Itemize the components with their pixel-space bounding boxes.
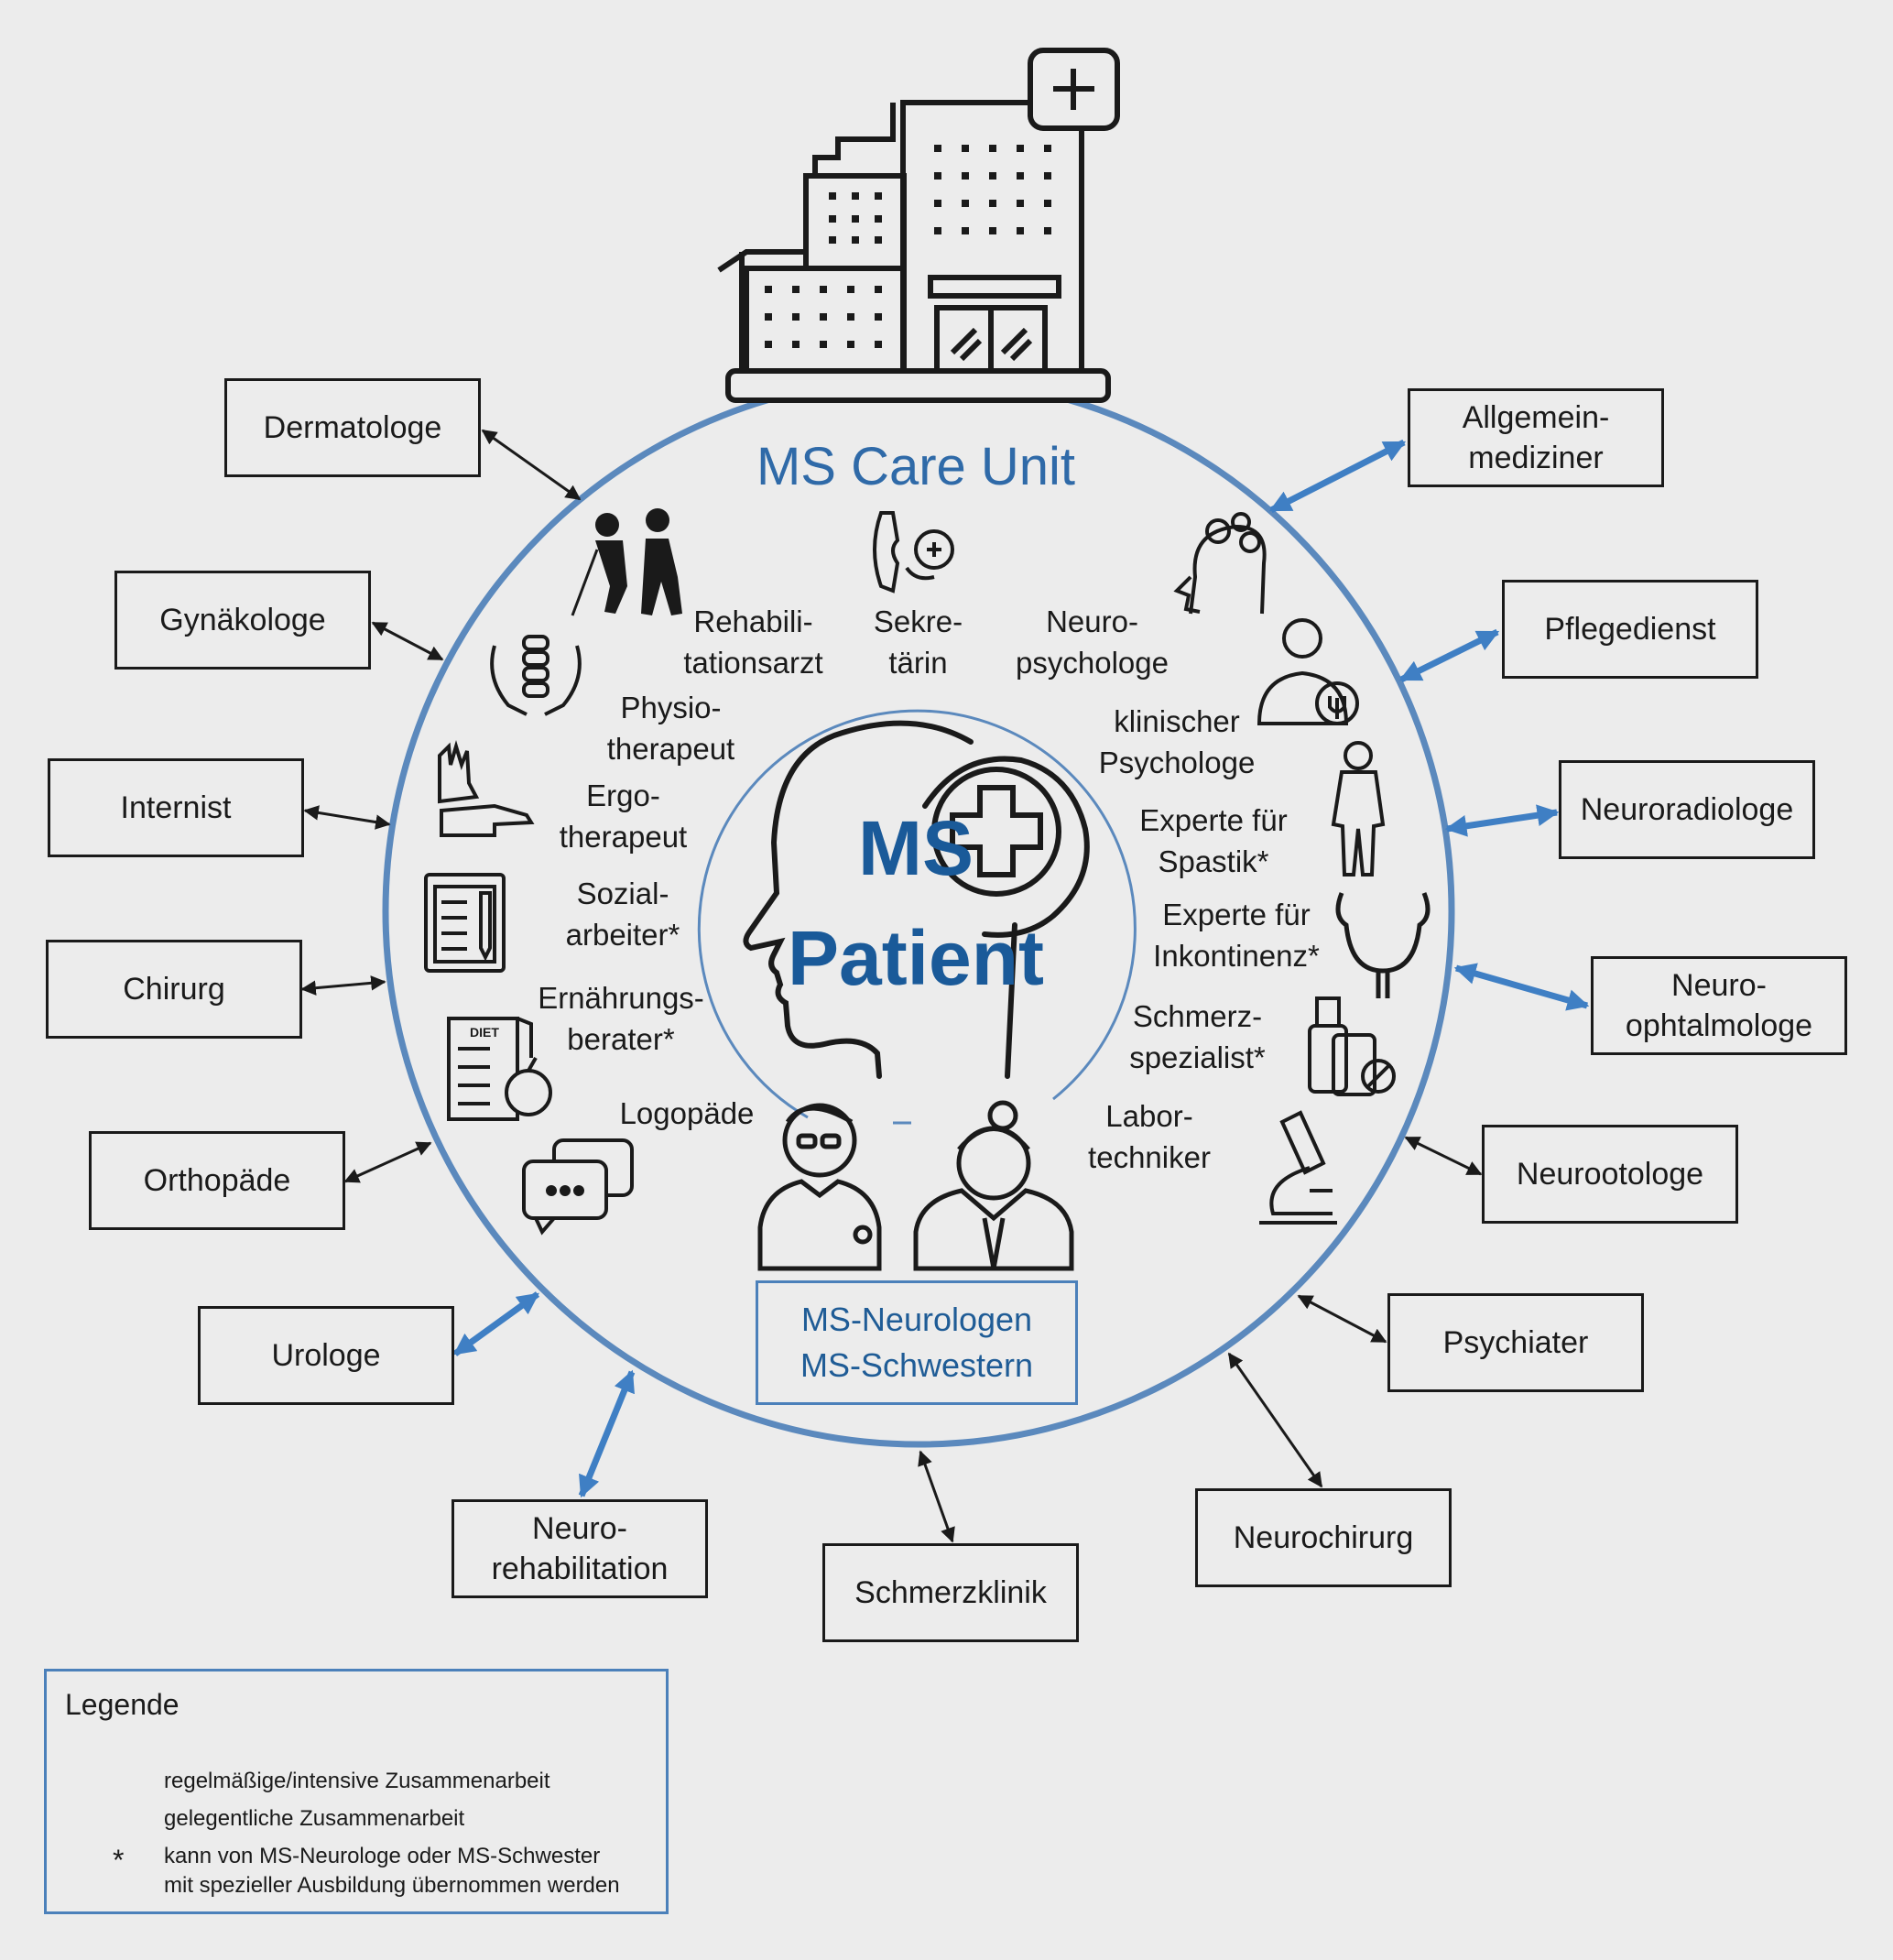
role-ergo: Ergo- therapeut <box>559 779 688 854</box>
doctor-icon <box>913 1100 1074 1271</box>
specialist-neurochirurg: Neurochirurg <box>1195 1488 1452 1587</box>
legend-note-line2: mit spezieller Ausbildung übernommen wer… <box>164 1873 620 1898</box>
specialist-neurootologe: Neurootologe <box>1482 1125 1738 1224</box>
specialist-neurorehab: Neuro- rehabilitation <box>451 1499 708 1598</box>
walking-assist-icon <box>571 508 682 616</box>
role-rehab: Rehabili- tationsarzt <box>683 604 823 680</box>
specialist-schmerzklinik: Schmerzklinik <box>822 1543 1079 1642</box>
hands-spine-icon <box>490 635 582 716</box>
connector-allgemein <box>1268 439 1407 514</box>
connector-chirurg <box>300 975 386 996</box>
hands-icon <box>438 740 535 837</box>
legend-occasional-label: gelegentliche Zusammenarbeit <box>164 1806 465 1831</box>
specialist-urologe: Urologe <box>198 1306 454 1405</box>
nurse-icon <box>757 1103 882 1271</box>
connector-neurootologe <box>1404 1136 1483 1176</box>
legend-title: Legende <box>65 1688 180 1721</box>
psychologist-icon <box>1257 618 1359 725</box>
bladder-icon <box>1335 892 1431 998</box>
pills-icon <box>1308 996 1396 1096</box>
legend-regular-label: regelmäßige/intensive Zusammenarbeit <box>164 1769 550 1793</box>
role-klinpsych: klinischer Psychologe <box>1098 704 1256 779</box>
connector-neurorehab <box>578 1369 636 1498</box>
connector-urologe <box>452 1291 540 1356</box>
medical-cross-icon <box>950 785 1043 877</box>
core-team-box: MS-Neurologen MS-Schwestern <box>756 1280 1078 1405</box>
specialist-dermatologe: Dermatologe <box>224 378 481 477</box>
care-unit-title: MS Care Unit <box>756 437 1076 496</box>
diet-icon-text: DIET <box>470 1025 499 1040</box>
legend-note-line1: kann von MS-Neurologe oder MS-Schwester <box>164 1844 601 1868</box>
diet-icon: DIET <box>447 1017 552 1121</box>
connector-orthopaede <box>343 1141 432 1183</box>
role-neuropsych: Neuro- psychologe <box>1016 604 1169 680</box>
role-ernaehrung: Ernährungs- berater* <box>538 981 704 1056</box>
specialist-allgemein: Allgemein- mediziner <box>1408 388 1664 487</box>
connector-pflegedienst <box>1398 628 1500 683</box>
patient-label-patient: Patient <box>787 915 1045 1001</box>
patient-circle <box>697 709 1137 1119</box>
role-labor: Labor- techniker <box>1088 1099 1211 1174</box>
specialist-neuroradiologe: Neuroradiologe <box>1559 760 1815 859</box>
specialist-pflegedienst: Pflegedienst <box>1502 580 1758 679</box>
brain-gears-icon <box>1173 512 1267 615</box>
specialist-neuroophtal: Neuro- ophtalmologe <box>1591 956 1847 1055</box>
connector-psychiater <box>1297 1294 1387 1344</box>
connector-dermatologe <box>481 429 582 501</box>
core-team-neurologen: MS-Neurologen <box>800 1301 1033 1338</box>
specialist-psychiater: Psychiater <box>1387 1293 1644 1392</box>
connector-internist <box>303 805 391 830</box>
legend-box: Legende regelmäßige/intensive Zusammenar… <box>44 1669 669 1914</box>
microscope-icon <box>1259 1110 1337 1225</box>
specialist-gynaekologe: Gynäkologe <box>114 571 371 670</box>
role-physio: Physio- therapeut <box>606 691 735 766</box>
role-logo: Logopäde <box>619 1096 755 1130</box>
role-schmerz: Schmerz- spezialist* <box>1129 999 1266 1074</box>
clipboard-icon <box>424 873 506 973</box>
legend-star: * <box>113 1844 125 1877</box>
specialist-chirurg: Chirurg <box>46 940 302 1039</box>
role-sozial: Sozial- arbeiter* <box>565 877 680 952</box>
patient-label-ms: MS <box>858 805 974 891</box>
role-sekretaerin: Sekre- tärin <box>873 604 963 680</box>
speech-bubbles-icon <box>522 1138 634 1236</box>
phone-icon <box>873 511 954 593</box>
connector-neuroradiologe <box>1444 804 1560 837</box>
specialist-orthopaede: Orthopäde <box>89 1131 345 1230</box>
role-inkontinenz: Experte für Inkontinenz* <box>1153 898 1320 973</box>
hospital-icon <box>717 48 1120 403</box>
connector-schmerzklinik <box>918 1450 955 1543</box>
connector-neurochirurg <box>1227 1352 1323 1488</box>
core-team-schwestern: MS-Schwestern <box>800 1346 1034 1384</box>
connector-neuroophtal <box>1453 963 1590 1011</box>
body-icon <box>1331 741 1386 877</box>
specialist-internist: Internist <box>48 758 304 857</box>
connector-gynaekologe <box>371 621 444 661</box>
head-profile-icon <box>743 720 1090 1079</box>
role-spastik: Experte für Spastik* <box>1139 803 1288 878</box>
